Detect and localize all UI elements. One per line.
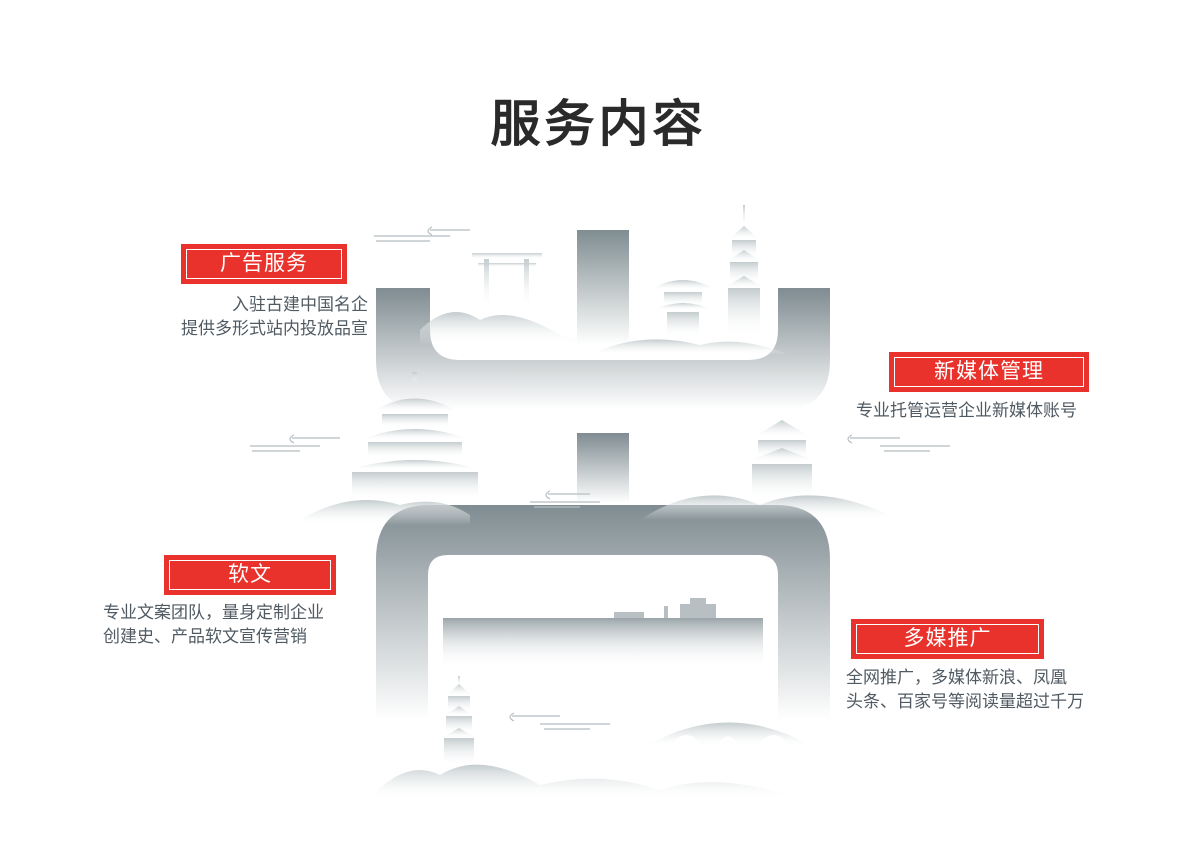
service-desc-promotion-line-1: 全网推广，多媒体新浪、凤凰 [846, 668, 1067, 688]
service-desc-ad: 入驻古建中国名企 提供多形式站内投放品宣 [120, 293, 368, 341]
inner-band [443, 618, 763, 668]
service-desc-softarticle: 专业文案团队，量身定制企业 创建史、产品软文宣传营销 [103, 601, 368, 649]
service-desc-newmedia-line-1: 专业托管运营企业新媒体账号 [856, 401, 1077, 421]
temple-of-heaven [348, 372, 482, 500]
service-desc-softarticle-line-1: 专业文案团队，量身定制企业 [103, 603, 324, 623]
pagoda-tower [724, 205, 764, 338]
service-desc-softarticle-line-2: 创建史、产品软文宣传营销 [103, 627, 307, 647]
lower-arch [376, 505, 830, 720]
service-desc-promotion: 全网推广，多媒体新浪、凤凰 头条、百家号等阅读量超过千万 [846, 666, 1136, 714]
service-tag-newmedia: 新媒体管理 [889, 352, 1089, 392]
stone-bridge [648, 722, 810, 748]
torii-gate [472, 253, 542, 309]
service-desc-ad-line-1: 入驻古建中国名企 [232, 295, 368, 315]
page-title: 服务内容 [490, 95, 707, 153]
upper-block [577, 230, 629, 345]
service-desc-promotion-line-2: 头条、百家号等阅读量超过千万 [846, 692, 1084, 712]
service-desc-ad-line-2: 提供多形式站内投放品宣 [181, 319, 368, 339]
left-hills [300, 500, 470, 525]
skyline [614, 598, 716, 618]
service-tag-promotion: 多媒推广 [851, 619, 1044, 659]
small-pagoda [442, 676, 476, 766]
upper-hills [420, 312, 600, 345]
service-tag-promotion-label: 多媒推广 [856, 624, 1039, 654]
middle-block [577, 433, 629, 503]
right-hills [640, 495, 900, 520]
upper-hills-right [590, 339, 790, 355]
bottom-hills [378, 764, 800, 800]
service-tag-softarticle: 软文 [164, 555, 336, 595]
service-tag-ad-label: 广告服务 [186, 249, 342, 279]
gate-tower [746, 420, 818, 500]
service-tag-newmedia-label: 新媒体管理 [894, 357, 1084, 387]
cloud-lines [250, 226, 950, 730]
service-desc-newmedia: 专业托管运营企业新媒体账号 [856, 399, 1126, 423]
service-tag-softarticle-label: 软文 [169, 560, 331, 590]
upper-bracket [376, 288, 830, 410]
pavilion [650, 280, 716, 338]
service-tag-ad: 广告服务 [181, 244, 347, 284]
